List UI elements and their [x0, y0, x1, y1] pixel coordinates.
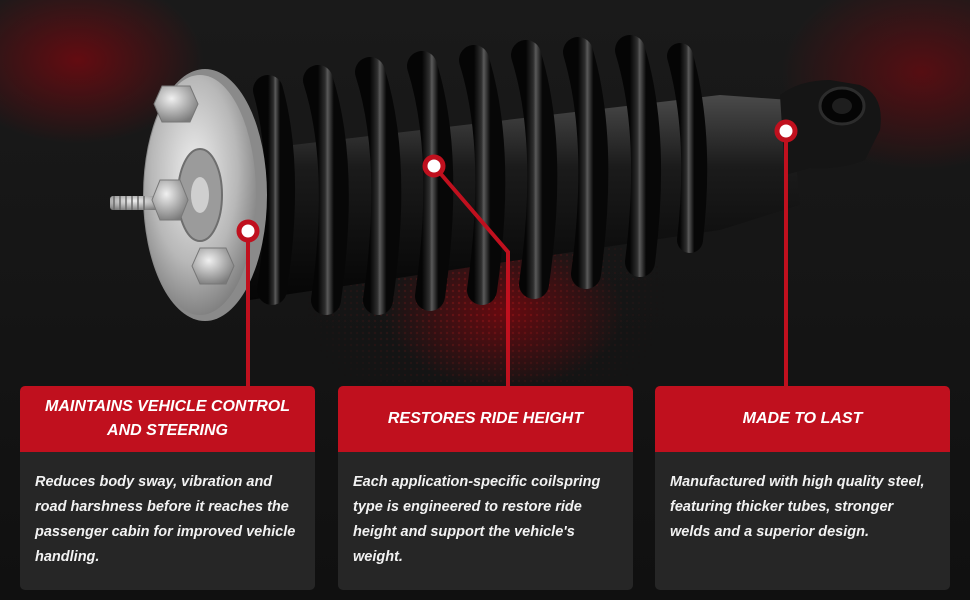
feature-description: Reduces body sway, vibration and road ha… [20, 452, 315, 590]
top-mount-plate [143, 69, 267, 321]
callout-lines [246, 131, 788, 386]
feature-title: RESTORES RIDE HEIGHT [338, 386, 633, 452]
feature-card-ride-height: RESTORES RIDE HEIGHT Each application-sp… [338, 386, 633, 590]
feature-description: Each application-specific coilspring typ… [338, 452, 633, 590]
feature-title: MAINTAINS VEHICLE CONTROL AND STEERING [20, 386, 315, 452]
callout-dot-durability [774, 119, 798, 143]
feature-title: MADE TO LAST [655, 386, 950, 452]
stud-bolts [110, 85, 235, 285]
coil-spring [253, 35, 708, 315]
feature-description: Manufactured with high quality steel, fe… [655, 452, 950, 590]
callout-dot-ride-height [422, 154, 446, 178]
callout-dot-control [236, 219, 260, 243]
feature-card-control: MAINTAINS VEHICLE CONTROL AND STEERING R… [20, 386, 315, 590]
feature-card-durability: MADE TO LAST Manufactured with high qual… [655, 386, 950, 590]
